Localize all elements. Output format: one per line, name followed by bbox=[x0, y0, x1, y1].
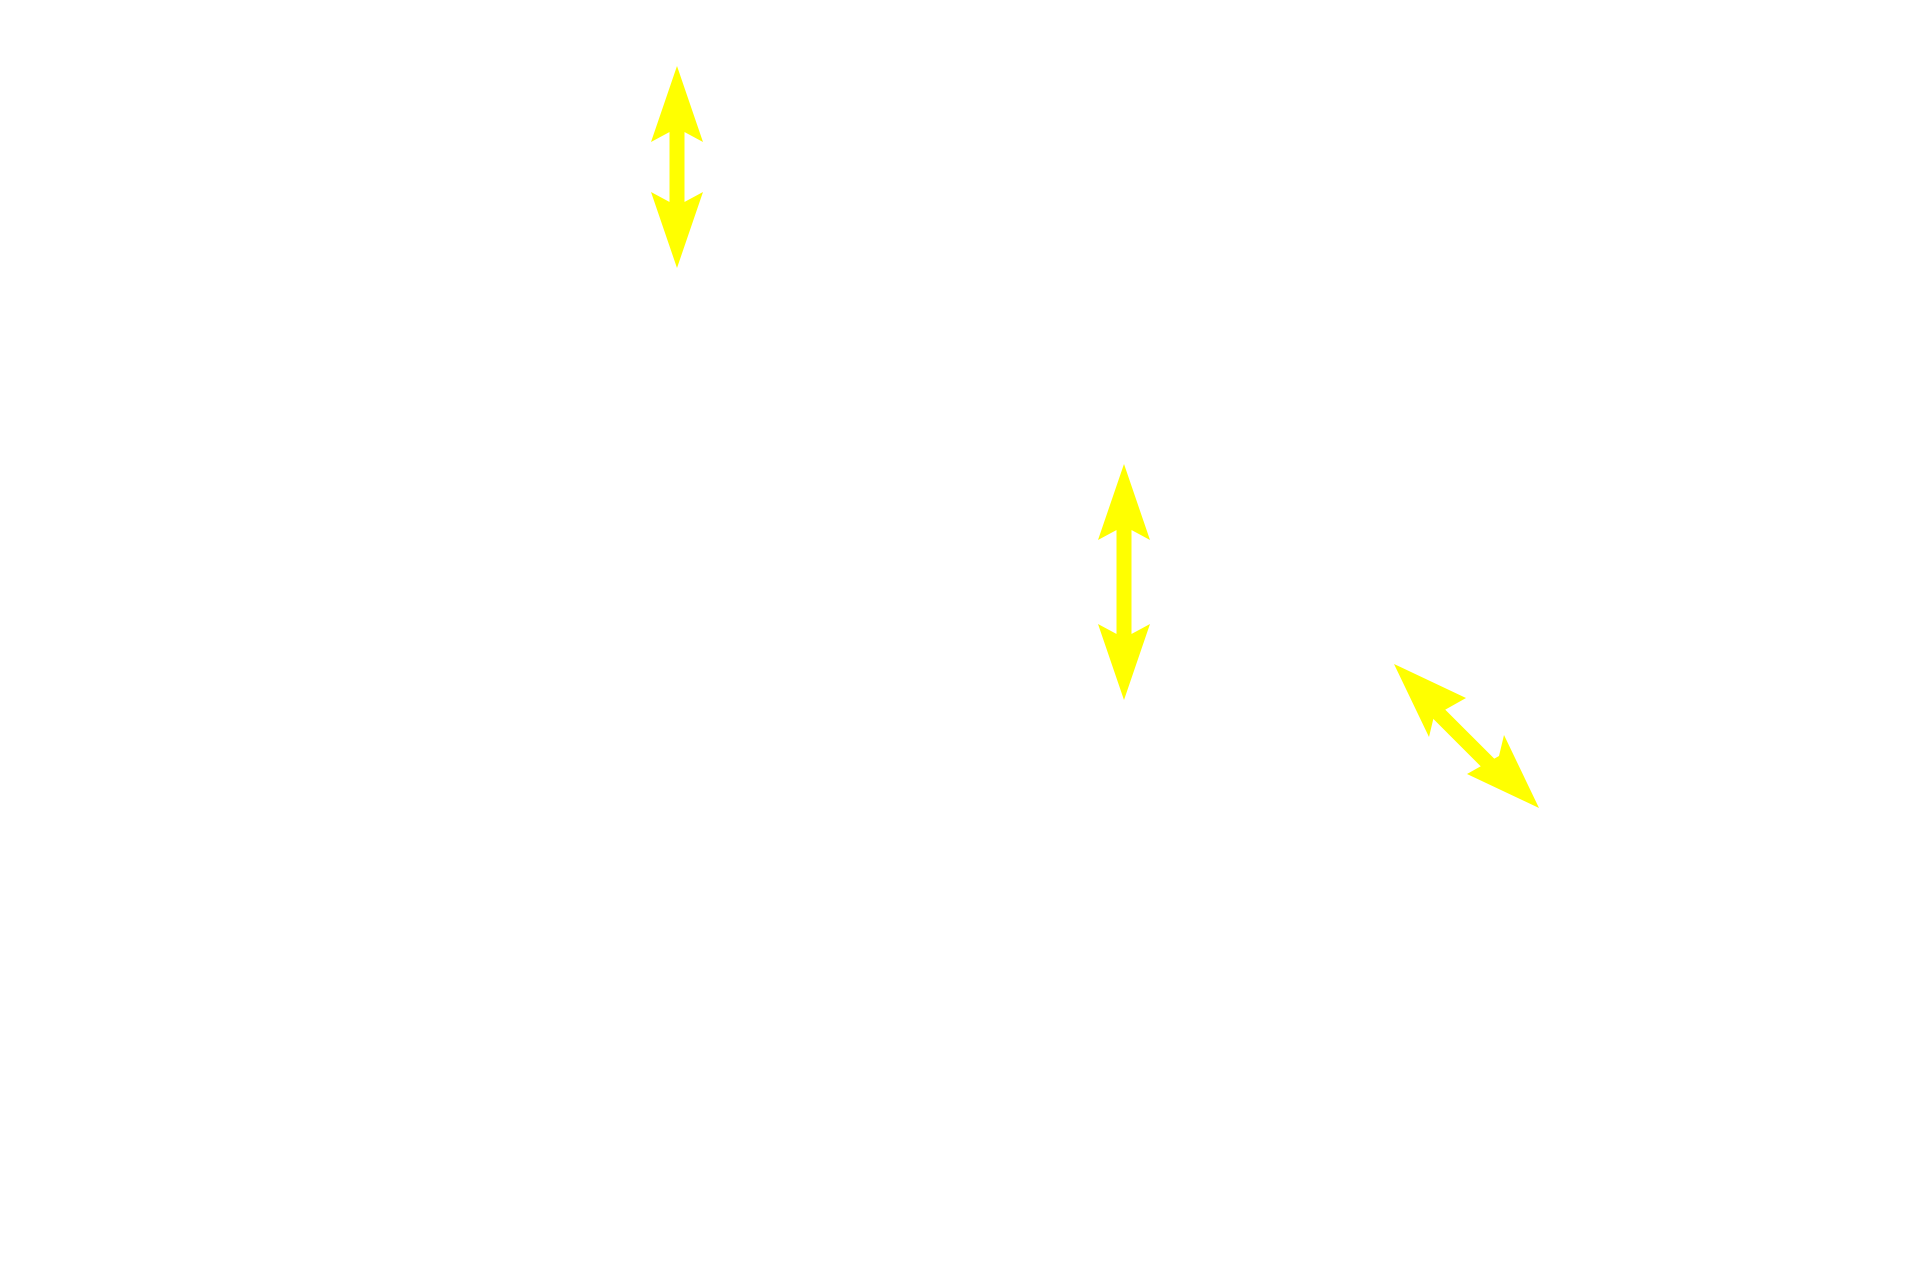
vertical-double-arrow-icon bbox=[1098, 464, 1150, 700]
diagonal-double-arrow-icon bbox=[1394, 664, 1539, 808]
vertical-double-arrow-icon bbox=[651, 66, 703, 268]
